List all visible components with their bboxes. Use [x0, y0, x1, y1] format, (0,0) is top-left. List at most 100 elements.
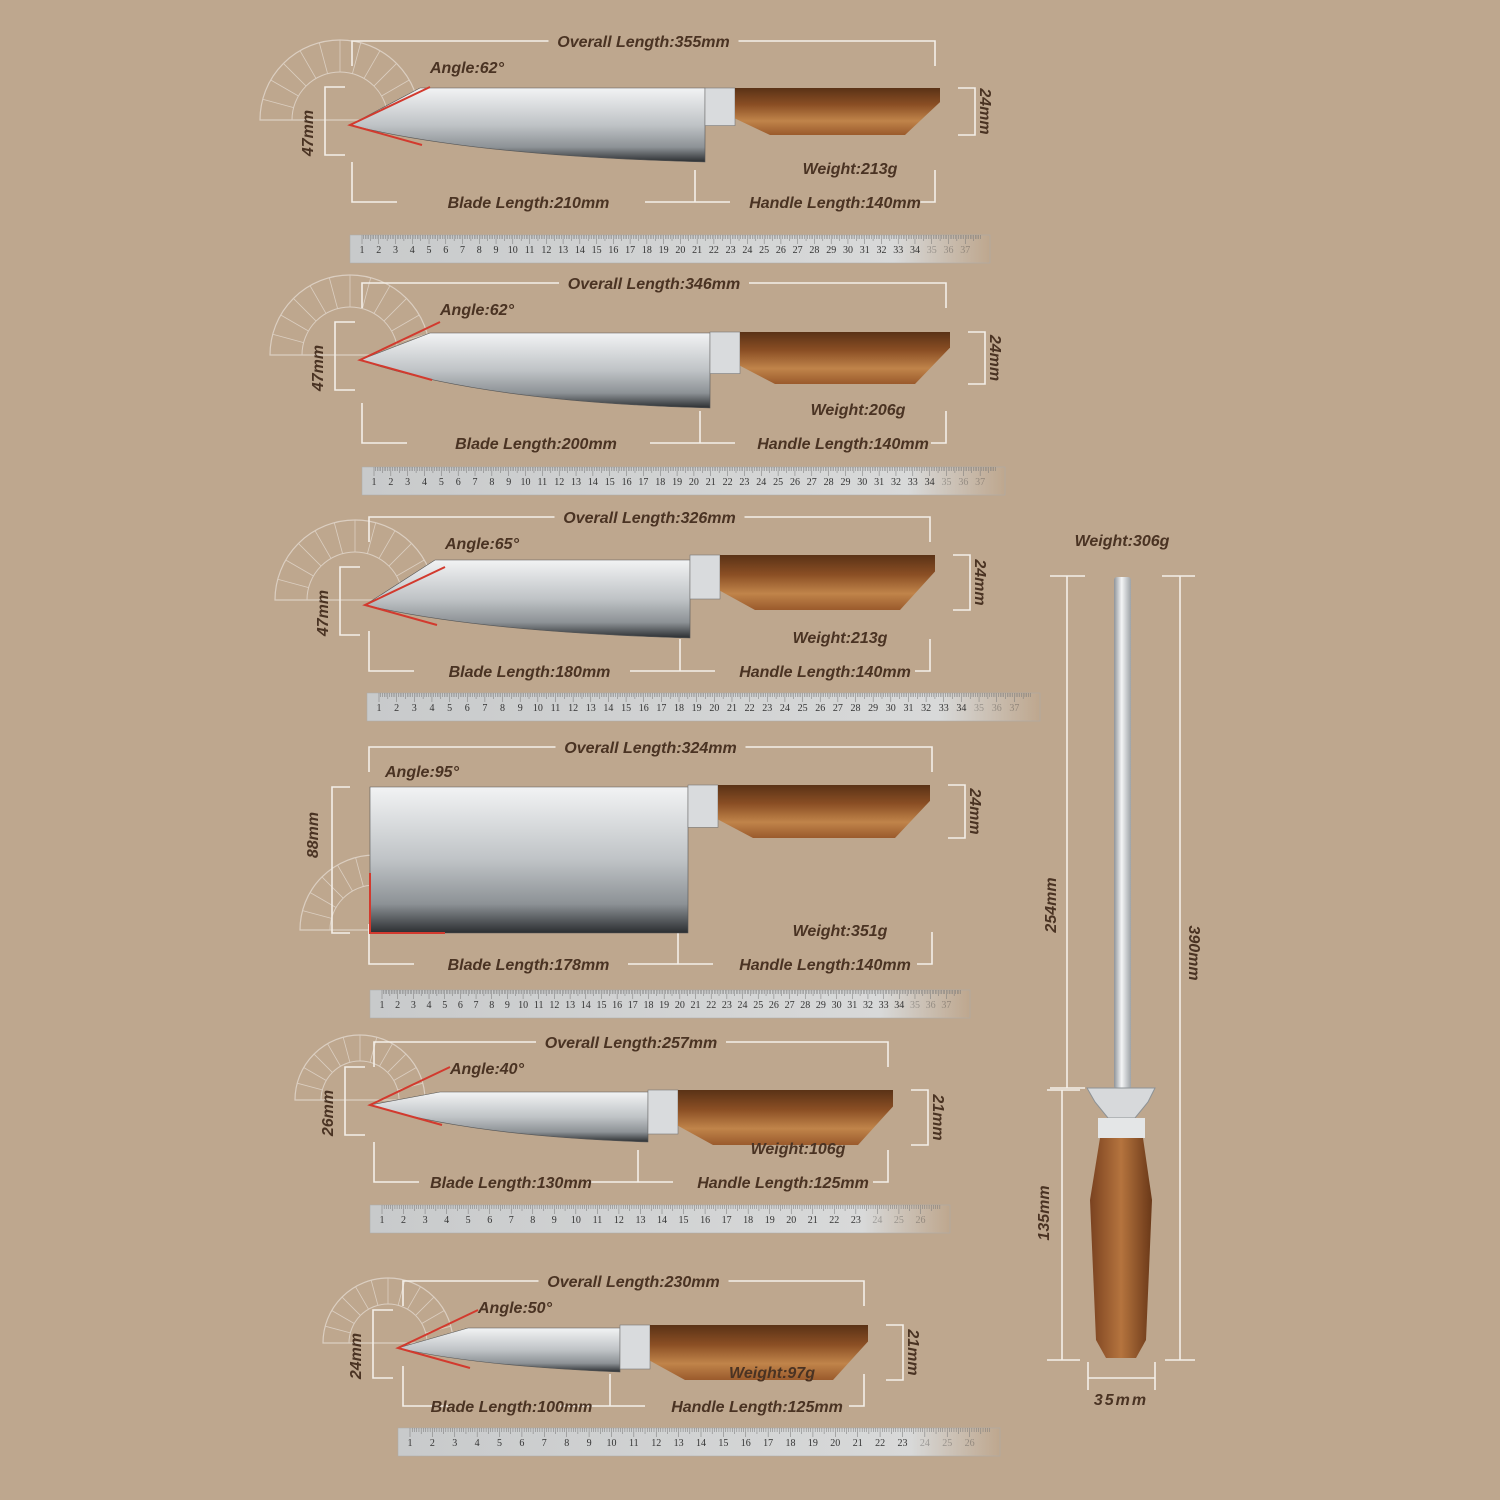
ruler-number: 32: [921, 703, 931, 714]
ruler-number: 28: [824, 477, 834, 488]
blade-length-label: Blade Length:130mm: [430, 1175, 592, 1192]
weight-label: Weight:213g: [793, 630, 888, 647]
ruler-number: 11: [593, 1215, 603, 1226]
sharpener-weight-label: Weight:306g: [1075, 533, 1170, 550]
blade: [369, 786, 689, 934]
ruler-number: 9: [518, 703, 523, 714]
ruler-number: 17: [625, 245, 635, 256]
handle: [740, 332, 950, 384]
angle-label: Angle:50°: [477, 1300, 553, 1317]
ruler-number: 37: [1009, 703, 1019, 714]
ruler-number: 26: [776, 245, 786, 256]
ruler-number: 33: [939, 703, 949, 714]
ruler-number: 7: [473, 477, 478, 488]
ruler-number: 11: [551, 703, 561, 714]
ruler-number: 20: [675, 245, 685, 256]
ruler-number: 16: [608, 245, 618, 256]
ruler-number: 37: [975, 477, 985, 488]
blade-height-bracket: [331, 786, 350, 934]
ruler-number: 23: [722, 1000, 732, 1011]
dimension-lines: [368, 746, 966, 965]
bolster: [689, 554, 721, 600]
ruler-number: 4: [427, 1000, 432, 1011]
ruler-number: 25: [894, 1215, 904, 1226]
angle-label: Angle:62°: [439, 302, 515, 319]
ruler-number: 36: [943, 245, 953, 256]
ruler-number: 13: [565, 1000, 575, 1011]
ruler-number: 14: [588, 477, 598, 488]
ruler-number: 4: [422, 477, 427, 488]
ruler-number: 17: [722, 1215, 732, 1226]
weight-label: Weight:206g: [811, 402, 906, 419]
dimension-lines: [402, 1280, 904, 1407]
ruler-number: 13: [571, 477, 581, 488]
ruler-number: 13: [586, 703, 596, 714]
ruler-number: 27: [793, 245, 803, 256]
ruler-number: 9: [552, 1215, 557, 1226]
ruler-number: 24: [738, 1000, 748, 1011]
ruler-number: 29: [868, 703, 878, 714]
ruler-number: 20: [689, 477, 699, 488]
handle-height-label: 24mm: [976, 87, 993, 134]
handle: [718, 785, 930, 838]
blade-height-label: 47mm: [300, 110, 317, 157]
ruler-number: 34: [910, 245, 920, 256]
ruler-number: 17: [628, 1000, 638, 1011]
ruler-number: 10: [518, 1000, 528, 1011]
bolster: [647, 1089, 679, 1135]
handle-height-label: 24mm: [971, 558, 988, 605]
ruler-number: 12: [651, 1438, 661, 1449]
ruler-number: 2: [376, 245, 381, 256]
ruler-number: 23: [762, 703, 772, 714]
ruler-number: 13: [674, 1438, 684, 1449]
handle-length-label: Handle Length:125mm: [671, 1399, 843, 1416]
ruler-number: 4: [475, 1438, 480, 1449]
ruler-number: 9: [506, 477, 511, 488]
protractor-icon: [322, 1277, 454, 1344]
ruler-number: 18: [786, 1438, 796, 1449]
angle-marker: [347, 86, 431, 146]
ruler-number: 17: [656, 703, 666, 714]
blade-height-bracket: [339, 566, 360, 636]
ruler-number: 35: [941, 477, 951, 488]
ruler-number: 31: [874, 477, 884, 488]
ruler-number: 15: [596, 1000, 606, 1011]
ruler-number: 5: [447, 703, 452, 714]
ruler-number: 15: [592, 245, 602, 256]
ruler-number: 33: [908, 477, 918, 488]
handle: [650, 1325, 868, 1380]
overall-length-label: Overall Length:326mm: [563, 510, 736, 527]
ruler-number: 33: [893, 245, 903, 256]
handle-length-label: Handle Length:125mm: [697, 1175, 869, 1192]
blade-height-label: 47mm: [315, 590, 332, 637]
ruler-number: 10: [508, 245, 518, 256]
sharpener-handle-length-label: 135mm: [1036, 1185, 1053, 1240]
ruler-number: 15: [718, 1438, 728, 1449]
ruler-number: 19: [659, 245, 669, 256]
ruler-number: 3: [393, 245, 398, 256]
handle-length-label: Handle Length:140mm: [749, 195, 921, 212]
ruler-number: 33: [879, 1000, 889, 1011]
ruler-number: 10: [521, 477, 531, 488]
protractor-icon: [259, 39, 421, 121]
ruler-number: 35: [910, 1000, 920, 1011]
ruler-number: 32: [863, 1000, 873, 1011]
dimension-lines: [361, 282, 986, 444]
handle-length-label: Handle Length:140mm: [757, 436, 929, 453]
blade-height-bracket: [324, 86, 345, 156]
ruler-number: 8: [489, 1000, 494, 1011]
ruler-number: 31: [847, 1000, 857, 1011]
honing-steel: Weight:306g 254mm 390mm 135mm 35mm: [1036, 533, 1202, 1409]
ruler-number: 29: [816, 1000, 826, 1011]
ruler-number: 20: [830, 1438, 840, 1449]
ruler-number: 22: [706, 1000, 716, 1011]
angle-marker: [362, 566, 446, 626]
ruler-number: 27: [807, 477, 817, 488]
angle-label: Angle:65°: [444, 536, 520, 553]
ruler-number: 7: [482, 703, 487, 714]
